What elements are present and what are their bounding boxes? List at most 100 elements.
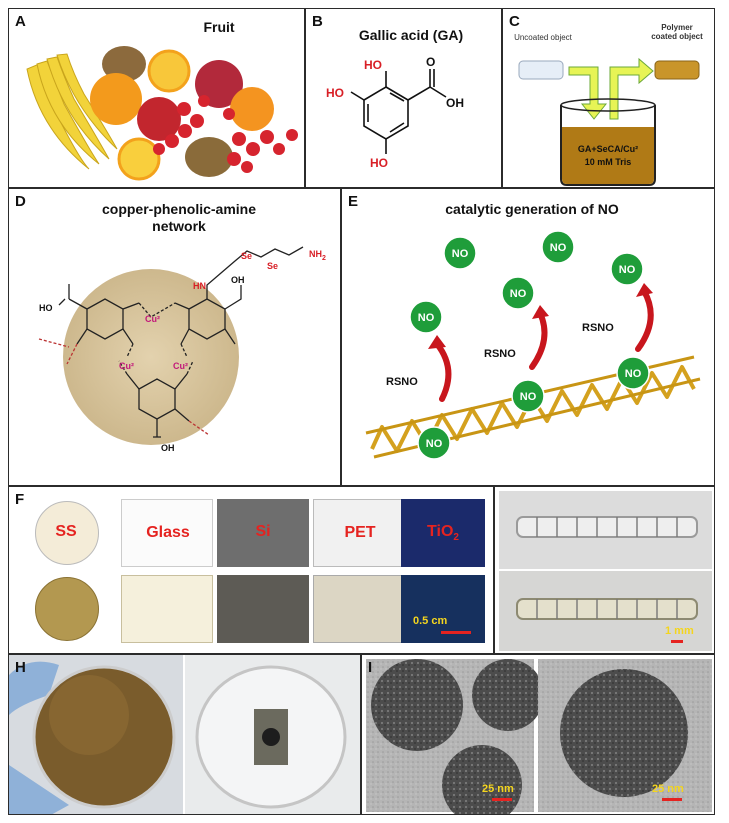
arrow-in [568,66,608,120]
particle-2 [472,659,544,731]
particle-1 [371,659,463,751]
rsno-label: RSNO [582,322,614,334]
atom-hn: HN [193,281,206,291]
no-bubble [541,230,575,264]
coated-label: Polymer coated object [651,23,703,41]
rsno-labels: RSNO RSNO RSNO [386,322,614,388]
scale-bar-i-2 [662,798,682,801]
tile-tio2-coated: 0.5 cm [401,575,485,643]
no-bubble [443,236,477,270]
panel-e-label: E [348,193,359,210]
panel-h-label: H [15,659,26,676]
label-ss: SS [55,523,77,540]
no-bubble-label: NO [418,312,435,324]
scale-bar-f [441,631,471,634]
red-arrow [529,310,548,370]
panel-i-label: I [368,659,373,676]
orange-2 [230,87,274,131]
panel-d-title-2: network [152,218,206,234]
ho-top: HO [364,58,382,72]
scale-i-2: 25 nm [652,783,684,795]
red-arrow [635,288,654,352]
red-arrow-head [532,305,549,319]
no-bubble [616,356,650,390]
particle-3 [442,745,522,814]
label-pet: PET [344,524,376,541]
no-bubble-label: NO [625,368,642,380]
label-tio2: TiO2 [427,523,459,544]
carboxyl-o: O [426,55,435,69]
panel-e-title: catalytic generation of NO [445,201,619,217]
uncoated-label: Uncoated object [514,33,572,42]
panel-i: I 25 nm 25 nm [361,654,715,815]
panel-f: F SS Glass Si PET TiO2 0.5 cm [8,486,494,654]
no-bubble [501,276,535,310]
tile-pet-uncoated: PET [313,499,405,567]
panel-d-label: D [15,193,26,210]
tile-si-coated [217,575,309,643]
network-halo [63,269,239,445]
no-bubble [610,252,644,286]
cherry-tomatoes [153,95,298,173]
atom-cu-1: Cu² [145,314,160,324]
panel-c-label: C [509,13,520,30]
ho-bottom: HO [370,156,388,170]
atom-se-1: Se [241,251,252,261]
coated-object [654,60,700,80]
stent-uncoated [516,516,698,538]
rsno-arrows [428,283,654,402]
panel-c: C Uncoated object Polymer coated object … [502,8,715,188]
no-bubble-label: NO [520,391,537,403]
scale-bar-g [671,640,683,643]
no-bubble-label: NO [452,248,469,260]
no-bubble-label: NO [550,242,567,254]
panel-h: H [8,654,361,815]
atom-nh2: NH2 [309,249,326,262]
scale-bar-i-1 [492,798,512,801]
red-arrow [434,341,452,402]
rsno-label: RSNO [386,376,418,388]
tile-ss-uncoated: SS [25,499,117,567]
apple [137,97,181,141]
atom-se-2: Se [267,261,278,271]
label-si: Si [255,523,271,540]
panel-b-label: B [312,13,323,30]
atom-oh-1: OH [231,275,245,285]
orange-slice-2 [117,137,161,181]
panel-b: B Gallic acid (GA) HO HO HO OH O [305,8,502,188]
tile-si-uncoated: Si [217,499,309,567]
panel-f-label: F [15,491,25,508]
panel-b-title: Gallic acid (GA) [358,27,464,43]
gallic-acid-structure: HO HO HO OH O [326,55,464,170]
atom-cu-2: Cu² [119,361,134,371]
tile-glass-coated [121,575,213,643]
panel-g: G 1 mm [494,486,715,654]
stent-photos [499,491,712,651]
petri-photos [9,655,360,814]
scale-i-1: 25 nm [482,783,514,795]
no-bubble-label: NO [619,264,636,276]
tile-pet-coated [313,575,405,643]
orange-1 [90,73,142,125]
scale-g: 1 mm [665,625,694,637]
fruit-photo [26,46,298,181]
red-arrow-head [428,335,446,349]
arrow-out [609,57,654,120]
tile-tio2-uncoated: TiO2 [401,499,485,567]
tile-ss-coated [25,575,117,643]
panel-d: D copper-phenolic-amine network [8,188,341,486]
bananas [26,53,118,170]
no-bubble [511,379,545,413]
red-arrow-head [636,283,653,297]
tile-glass-uncoated: Glass [121,499,213,567]
kiwi [102,46,146,82]
tem-images [366,659,712,814]
rsno-label: RSNO [484,348,516,360]
particle-4 [560,669,688,797]
glove [9,661,69,814]
solution-line-1: GA+SeCA/Cu² [577,144,639,154]
kiwi-2 [185,137,233,177]
scale-f: 0.5 cm [413,615,448,627]
uncoated-object [518,60,564,80]
